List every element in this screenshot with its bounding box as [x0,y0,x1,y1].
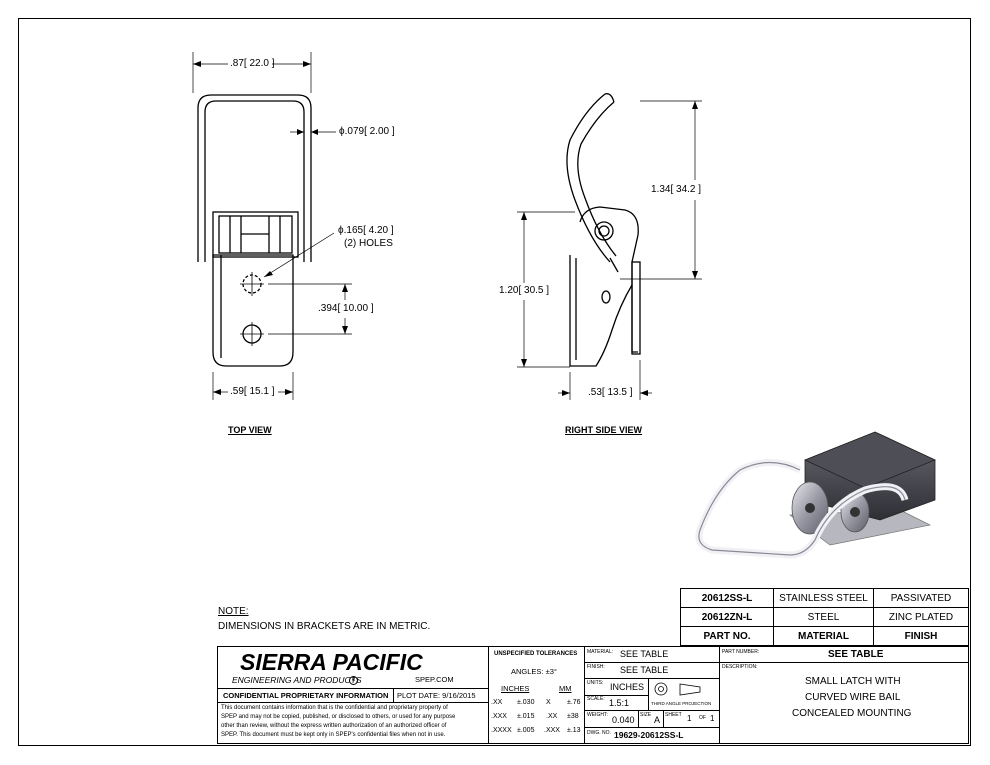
tol-row-2-a: .XXX [491,713,507,720]
inches-label: INCHES [501,684,530,693]
isometric-picture [695,431,937,559]
disclaimer-line-1: This document contains information that … [221,705,448,711]
parts-row-1-finish: PASSIVATED [874,589,968,608]
of-value: 1 [710,714,715,723]
parts-table: 20612SS-L STAINLESS STEEL PASSIVATED 206… [680,588,969,646]
title-block: SIERRA PACIFIC ENGINEERING AND PRODUCTS … [217,646,969,744]
tol-row-3-b: ±.005 [517,727,535,734]
sheet-label: SHEET [665,712,682,718]
scale-value: 1.5:1 [609,698,630,708]
sheet-value: 1 [687,714,692,723]
tol-row-1-c: X [546,699,551,706]
size-value: A [654,715,661,725]
description-label: DESCRIPTION: [722,664,758,670]
top-view-label: TOP VIEW [228,425,272,435]
projection-label: THIRD ANGLE PROJECTION [651,701,712,706]
tol-row-1-d: ±.76 [567,699,581,706]
note-title: NOTE: [218,606,249,617]
dim-height-total: 1.34[ 34.2 ] [651,184,702,195]
third-angle-projection-icon [654,682,701,696]
plot-date: PLOT DATE: 9/16/2015 [397,691,476,700]
dwg-value: 19629-20612SS-L [614,730,684,740]
drawing-border [18,18,971,746]
weight-label: WEIGHT: [587,712,608,718]
company-name: SIERRA PACIFIC [240,649,423,675]
right-side-view-label: RIGHT SIDE VIEW [565,425,643,435]
dim-height-base: 1.20[ 30.5 ] [499,285,550,296]
tol-row-3-c: .XXX [544,727,560,734]
parts-header-material: MATERIAL [774,627,874,645]
parts-row-2-finish: ZINC PLATED [874,608,968,627]
tolerances-title: UNSPECIFIED TOLERANCES [494,651,578,657]
dim-wire-dia: ϕ.079[ 2.00 ] [339,126,395,137]
description-line-3: CONCEALED MOUNTING [792,708,912,719]
tol-row-2-c: .XX [546,713,558,720]
parts-row-2-partno: 20612ZN-L [681,608,774,627]
dim-hole-spacing: .394[ 10.00 ] [318,303,374,314]
registered-mark: R [349,676,358,685]
disclaimer-line-3: other than review, without the express w… [221,723,447,729]
parts-header-finish: FINISH [904,630,938,642]
tol-row-3-d: ±.13 [567,727,581,734]
scale-label: SCALE: [587,696,605,702]
of-label: OF [699,715,706,721]
tol-row-2-d: ±38 [567,713,579,720]
dim-depth: .53[ 13.5 ] [588,387,633,398]
part-number-value: SEE TABLE [828,649,884,660]
parts-row-2-material: STEEL [774,608,874,627]
note-text: DIMENSIONS IN BRACKETS ARE IN METRIC. [218,621,431,632]
company-sub: ENGINEERING AND PRODUCTS [232,675,362,685]
disclaimer-line-4: SPEP. This document must be kept only in… [221,732,446,738]
dim-hole-dia: ϕ.165[ 4.20 ] [338,225,394,236]
part-number-label: PART NUMBER: [722,649,760,655]
description-line-2: CURVED WIRE BAIL [805,692,901,703]
dim-width-top: .87[ 22.0 ] [230,58,275,69]
material-value: SEE TABLE [620,649,669,659]
parts-header-partno: PART NO. [681,627,774,645]
parts-row-1-partno: 20612SS-L [681,589,774,608]
disclaimer-line-2: SPEP and may not be copied, published, o… [221,714,456,720]
parts-row-1-material: STAINLESS STEEL [774,589,874,608]
tol-row-2-b: ±.015 [517,713,535,720]
angles: ANGLES: ±3° [511,667,557,676]
mm-label: MM [559,684,572,693]
dim-base-width: .59[ 15.1 ] [230,386,275,397]
tol-row-3-a: .XXXX [491,727,512,734]
confidential-label: CONFIDENTIAL PROPRIETARY INFORMATION [223,691,389,700]
finish-label: FINISH: [587,664,605,670]
tol-row-1-b: ±.030 [517,699,535,706]
finish-value: SEE TABLE [620,665,669,675]
size-label: SIZE [640,712,652,718]
units-label: UNITS: [587,680,604,686]
material-label: MATERIAL: [587,649,614,655]
units-value: INCHES [610,682,645,692]
dim-holes-note: (2) HOLES [344,238,393,249]
tol-row-1-a: .XX [491,699,503,706]
dwg-label: DWG. NO. [587,730,611,736]
description-line-1: SMALL LATCH WITH [805,676,901,687]
weight-value: 0.040 [612,715,635,725]
website: SPEP.COM [415,675,454,684]
